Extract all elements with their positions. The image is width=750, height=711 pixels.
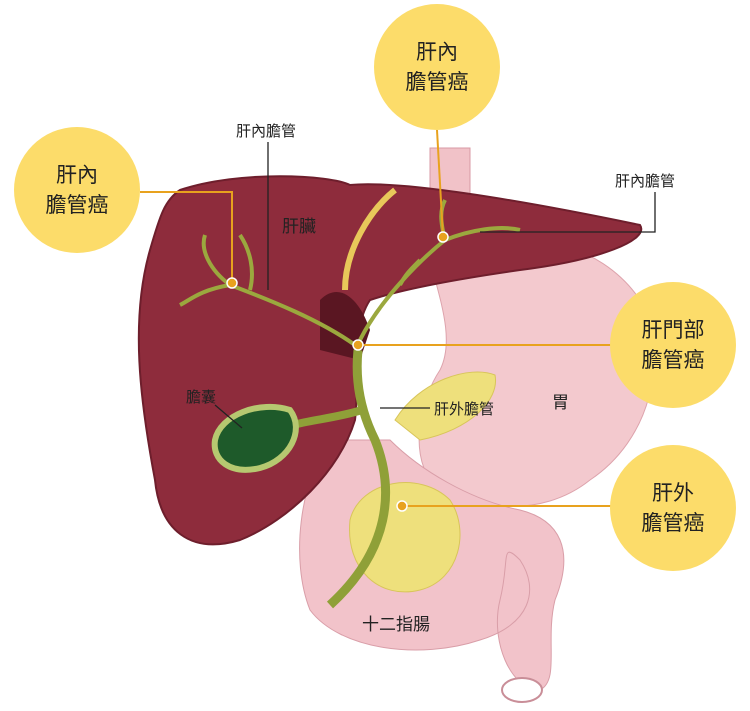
callout-extra: 肝外 膽管癌 <box>610 445 736 571</box>
stomach <box>418 219 655 507</box>
label-intrahepatic-duct-top: 肝內膽管 <box>236 122 296 140</box>
label-liver: 肝臟 <box>282 217 316 237</box>
marker-extra <box>396 500 408 512</box>
label-duodenum: 十二指腸 <box>362 615 430 635</box>
callout-left-line2: 膽管癌 <box>46 193 109 217</box>
label-line-intrahepatic-right <box>480 192 656 233</box>
label-stomach: 胃 <box>552 393 569 413</box>
liver-fissure <box>342 187 397 291</box>
callout-extra-line2: 膽管癌 <box>642 511 705 535</box>
pointer-left <box>140 191 233 283</box>
callout-hilar-line1: 肝門部 <box>642 318 705 342</box>
callout-extra-line1: 肝外 <box>652 481 694 505</box>
label-extrahepatic-duct: 肝外膽管 <box>434 400 494 418</box>
label-gallbladder: 膽囊 <box>186 388 216 406</box>
marker-left <box>226 277 238 289</box>
callout-top: 肝內 膽管癌 <box>374 4 500 130</box>
pancreas-fat <box>394 371 497 441</box>
callout-hilar-line2: 膽管癌 <box>642 348 705 372</box>
callout-top-line1: 肝內 <box>416 40 458 64</box>
pancreas <box>349 482 461 593</box>
intrahepatic-ducts <box>179 199 521 347</box>
duodenum-end <box>501 677 543 703</box>
label-line-gallbladder <box>214 404 243 429</box>
callout-left-line1: 肝內 <box>56 163 98 187</box>
callout-left: 肝內 膽管癌 <box>14 127 140 253</box>
marker-hilar <box>352 339 364 351</box>
pointer-top <box>436 129 444 238</box>
marker-top <box>437 231 449 243</box>
extrahepatic-duct <box>326 349 390 609</box>
callout-hilar: 肝門部 膽管癌 <box>610 282 736 408</box>
callout-top-line2: 膽管癌 <box>406 70 469 94</box>
label-intrahepatic-duct-right: 肝內膽管 <box>615 172 675 190</box>
